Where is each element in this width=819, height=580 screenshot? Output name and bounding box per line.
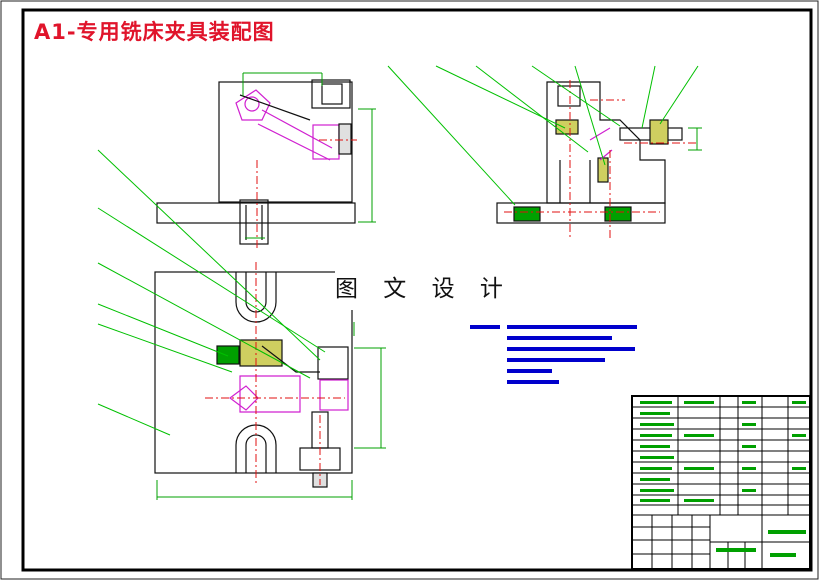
front-view-centerlines: [256, 139, 357, 250]
top-view-dimensions: [156, 322, 386, 500]
side-view-dimensions: [688, 127, 702, 151]
title-block: [631, 395, 811, 570]
inner-frame: [21, 8, 813, 572]
title-block-entries: [640, 401, 806, 557]
side-view-centerlines: [504, 80, 698, 240]
side-view-leaders: [387, 65, 699, 206]
watermark-text: 图 文 设 计: [335, 268, 503, 310]
top-view-leaders: [97, 149, 326, 436]
front-view: [156, 79, 356, 245]
drawing-title: A1-专用铣床夹具装配图: [34, 20, 275, 44]
top-view: [154, 271, 353, 488]
technical-notes: [470, 325, 637, 384]
side-view: [496, 81, 683, 224]
front-view-dimensions: [242, 72, 376, 239]
top-view-centerlines: [205, 262, 345, 485]
